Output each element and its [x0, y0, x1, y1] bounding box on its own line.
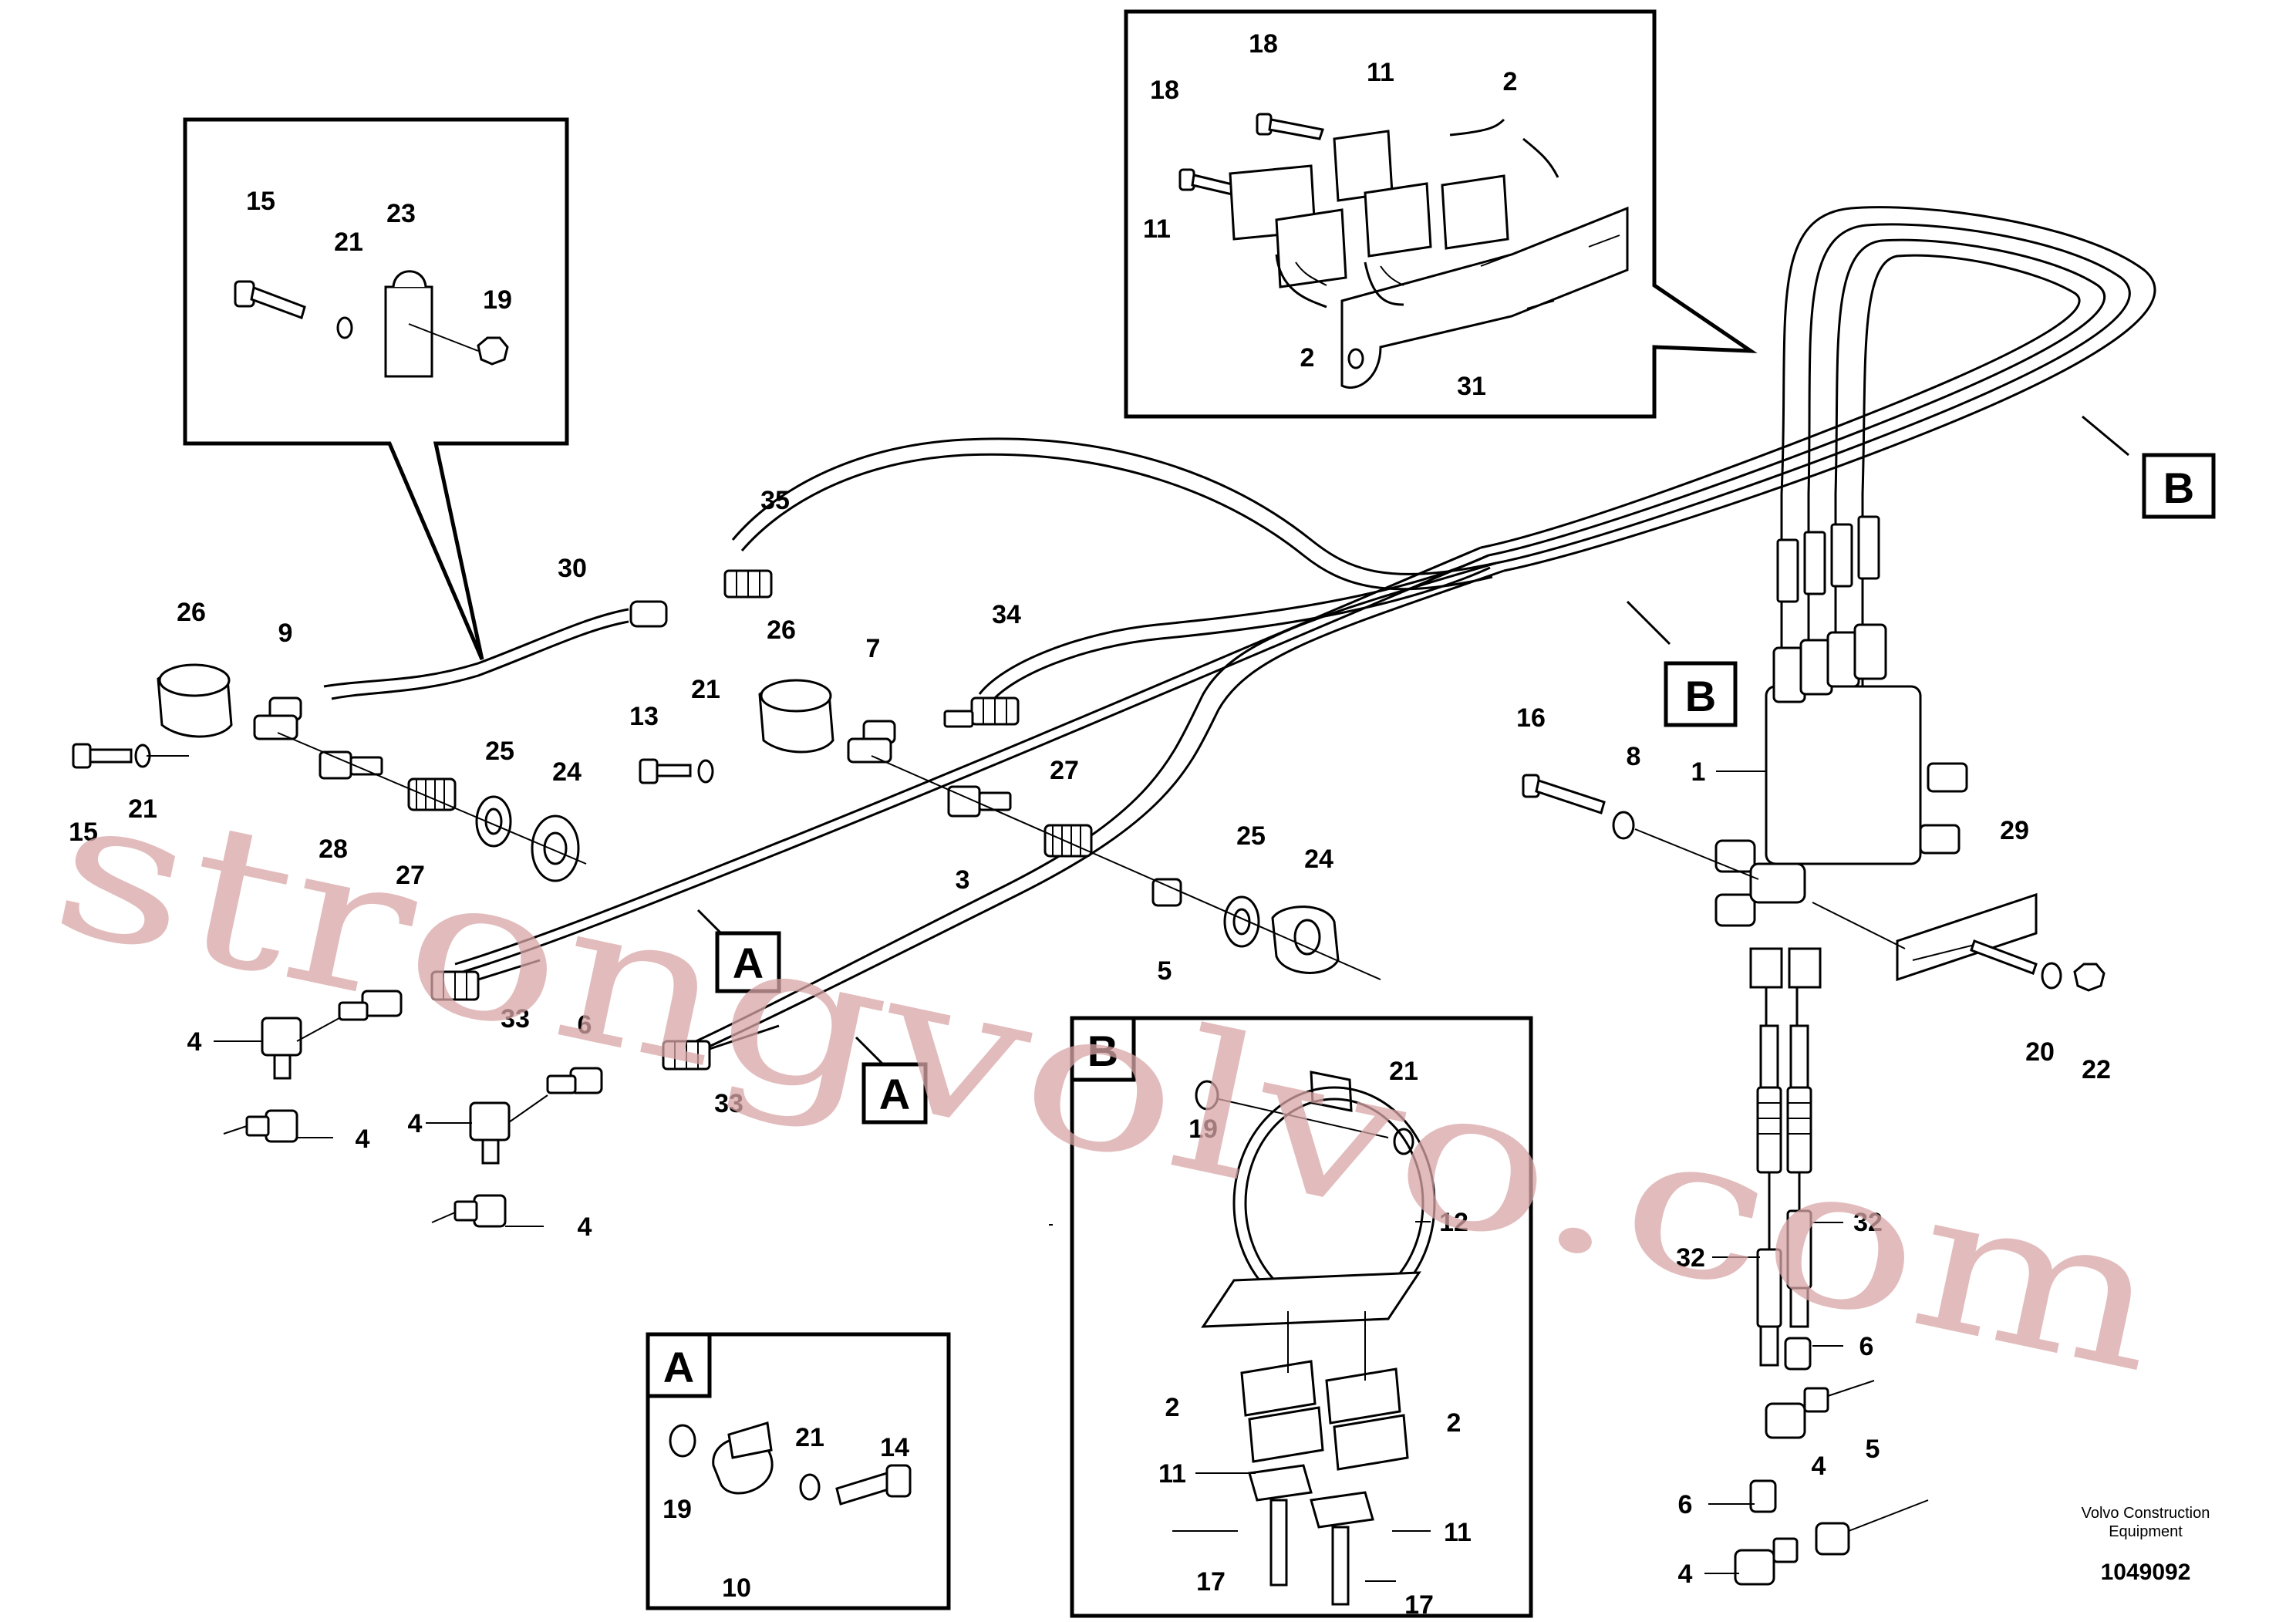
callout-11: 11	[1367, 58, 1394, 87]
callout-15: 15	[246, 187, 275, 216]
callout-25: 25	[1236, 821, 1266, 851]
callout-5: 5	[1866, 1435, 1880, 1464]
callout-2: 2	[1300, 343, 1315, 373]
callout-17: 17	[1404, 1590, 1434, 1620]
callout-16: 16	[1516, 703, 1546, 733]
leader-lines	[214, 415, 2129, 1582]
callout-31: 31	[1457, 372, 1486, 401]
callout-4: 4	[187, 1027, 202, 1057]
callout-26: 26	[767, 615, 796, 645]
callout-12: 12	[1439, 1208, 1468, 1237]
inset-b	[1070, 1016, 1533, 1618]
callout-26: 26	[177, 598, 206, 627]
callout-5: 5	[1158, 956, 1172, 986]
callout-29: 29	[2000, 816, 2029, 845]
valve-block	[1522, 515, 2106, 1586]
callout-21: 21	[795, 1423, 824, 1452]
center-fittings	[629, 569, 1381, 980]
document-number: 1049092	[2101, 1560, 2191, 1585]
callout-27: 27	[396, 861, 425, 890]
callout-33: 33	[714, 1089, 743, 1118]
callout-4: 4	[1812, 1452, 1826, 1481]
callout-11: 11	[1444, 1518, 1472, 1547]
callout-4: 4	[1678, 1560, 1693, 1589]
callout-20: 20	[2025, 1037, 2055, 1067]
callout-14: 14	[880, 1433, 909, 1462]
tag-b-inset: B	[1087, 1027, 1118, 1075]
callout-24: 24	[1304, 845, 1333, 874]
callout-30: 30	[558, 554, 587, 583]
callout-2: 2	[1503, 67, 1518, 96]
tag-a-lower: A	[879, 1070, 910, 1118]
callout-4: 4	[578, 1212, 592, 1242]
callout-21: 21	[334, 228, 363, 257]
callout-32: 32	[1853, 1208, 1883, 1237]
callout-1: 1	[1691, 757, 1706, 787]
tag-a-inset: A	[663, 1343, 694, 1391]
inset-top-left	[183, 117, 569, 660]
callout-10: 10	[722, 1573, 751, 1603]
callout-22: 22	[2082, 1055, 2111, 1084]
callout-32: 32	[1676, 1243, 1705, 1273]
callout-19: 19	[483, 285, 512, 315]
callout-34: 34	[992, 600, 1021, 629]
callout-2: 2	[1165, 1393, 1180, 1422]
callout-3: 3	[956, 865, 970, 895]
callout-19: 19	[1188, 1114, 1218, 1144]
callout-9: 9	[278, 619, 293, 648]
callout-18: 18	[1249, 29, 1278, 59]
callout-6: 6	[578, 1010, 592, 1040]
inset-top-right	[1124, 9, 1758, 419]
callout-21: 21	[1389, 1057, 1418, 1086]
footer-brand: Volvo Construction Equipment 1049092	[2082, 1505, 2210, 1585]
callout-4: 4	[408, 1109, 423, 1138]
callout-28: 28	[319, 835, 348, 864]
callout-27: 27	[1050, 756, 1079, 785]
callout-15: 15	[69, 818, 98, 847]
callout-25: 25	[485, 737, 514, 766]
callout-35: 35	[760, 486, 790, 515]
tag-b-top: B	[2163, 464, 2194, 512]
callout-33: 33	[501, 1004, 530, 1034]
callout-17: 17	[1196, 1567, 1226, 1597]
callout-21: 21	[128, 794, 157, 824]
hose-bundle	[323, 206, 2156, 1058]
callout-13: 13	[629, 702, 659, 731]
callout-18: 18	[1150, 76, 1179, 105]
brand-line-2: Equipment	[2109, 1523, 2183, 1540]
callout-6: 6	[1678, 1490, 1693, 1519]
callout-8: 8	[1627, 742, 1641, 771]
tag-boxes: B B A A B A	[663, 453, 2216, 1391]
callout-7: 7	[866, 634, 881, 663]
callout-23: 23	[386, 199, 416, 228]
left-fittings	[72, 663, 780, 1228]
brand-line-1: Volvo Construction	[2082, 1505, 2210, 1522]
inset-a	[646, 1332, 951, 1610]
callout-24: 24	[552, 757, 582, 787]
tag-b-mid: B	[1685, 672, 1716, 720]
callout-labels: 15 21 23 19 18 18 11 2 11 2 31 35 30 26 …	[69, 29, 2111, 1620]
callout-19: 19	[663, 1495, 692, 1524]
callout-11: 11	[1158, 1459, 1186, 1489]
tag-a-upper: A	[733, 939, 764, 987]
callout-4: 4	[356, 1125, 370, 1154]
callout-2: 2	[1447, 1408, 1462, 1438]
callout-11: 11	[1143, 214, 1171, 244]
callout-21: 21	[691, 675, 720, 704]
callout-6: 6	[1859, 1332, 1874, 1361]
